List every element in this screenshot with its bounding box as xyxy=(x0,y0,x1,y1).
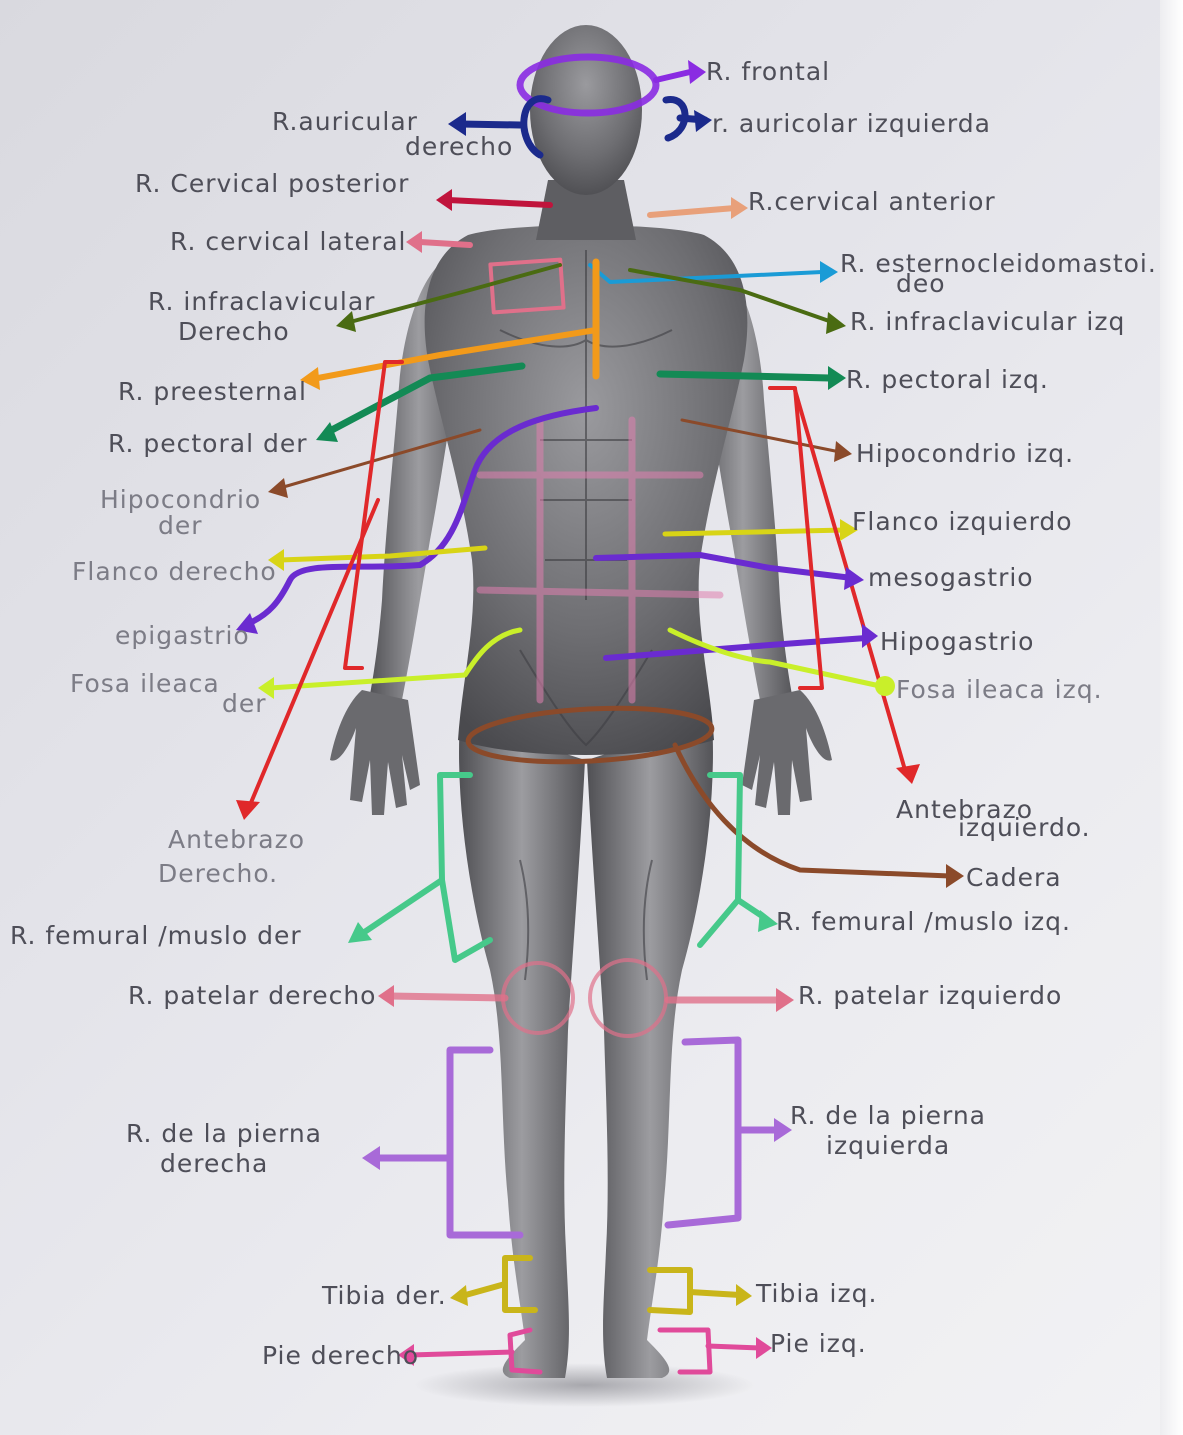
label-mesogastrio: mesogastrio xyxy=(868,563,1034,592)
label-tibia-izquierda: Tibia izq. xyxy=(755,1279,877,1308)
arrowhead xyxy=(828,366,846,390)
arrowhead xyxy=(776,988,794,1012)
label-esternocleidomastoideo-2: deo xyxy=(896,269,946,298)
label-pectoral-izquierdo: R. pectoral izq. xyxy=(846,365,1049,394)
label-tibia-derecha: Tibia der. xyxy=(321,1281,447,1310)
label-pie-derecho: Pie derecho xyxy=(262,1341,419,1370)
arrowhead xyxy=(875,676,895,696)
pectoral-left-arrow xyxy=(660,374,830,378)
cervical-anterior-arrow xyxy=(650,208,735,215)
label-frontal: R. frontal xyxy=(706,57,830,86)
label-pectoral-derecho: R. pectoral der xyxy=(108,429,308,458)
label-femoral-izquierdo: R. femural /muslo izq. xyxy=(776,907,1071,936)
pie-right-arrow xyxy=(410,1352,512,1355)
label-flanco-derecho: Flanco derecho xyxy=(72,557,277,586)
arrowhead xyxy=(834,441,852,462)
arrowhead xyxy=(844,567,864,590)
label-femoral-derecho: R. femural /muslo der xyxy=(10,921,302,950)
femoral-right-arrow xyxy=(360,880,442,935)
label-pierna-izquierda: R. de la pierna xyxy=(790,1101,986,1130)
arrowhead xyxy=(236,800,260,820)
pierna-left-bracket xyxy=(668,1040,738,1225)
label-cervical-anterior: R.cervical anterior xyxy=(748,187,996,216)
label-hipocondrio-derecho: Hipocondrio xyxy=(100,485,261,514)
arrowhead xyxy=(362,1146,380,1170)
label-epigastrio: epigastrio xyxy=(115,621,250,650)
arrowhead xyxy=(820,261,838,283)
arrowhead xyxy=(450,1285,468,1306)
arrowhead xyxy=(946,864,964,888)
flanco-right-arrow xyxy=(280,548,485,560)
tibia-left-arrow xyxy=(690,1292,740,1295)
label-fosa-iliaca-derecha: Fosa ileaca xyxy=(70,669,220,698)
arrowhead xyxy=(436,189,452,211)
left-hand xyxy=(742,690,832,815)
arrowhead xyxy=(736,1284,752,1306)
arrowhead xyxy=(688,60,706,84)
label-infraclavicular-izquierdo: R. infraclavicular izq xyxy=(850,307,1125,336)
patelar-right-arrow xyxy=(390,996,505,998)
label-antebrazo-izquierdo-2: izquierdo. xyxy=(958,813,1091,842)
label-infraclavicular-derecho-2: Derecho xyxy=(178,317,290,346)
cervical-posterior-arrow xyxy=(448,200,550,205)
hipocondrio-right-arrow xyxy=(280,430,480,488)
label-infraclavicular-derecho: R. infraclavicular xyxy=(148,287,375,316)
label-pierna-derecha-2: derecha xyxy=(160,1149,268,1178)
left-leg xyxy=(587,720,713,1378)
arrowhead xyxy=(406,231,422,253)
right-hand xyxy=(330,690,420,815)
cervical-lateral-arrow xyxy=(420,242,470,245)
label-auricular-derecho: R.auricular xyxy=(272,107,418,136)
label-auricular-derecho-2: derecho xyxy=(405,132,513,161)
label-cervical-lateral: R. cervical lateral xyxy=(170,227,406,256)
label-flanco-izquierdo: Flanco izquierdo xyxy=(852,507,1073,536)
label-auricular-izquierdo: r. auricolar izquierda xyxy=(712,109,991,138)
label-fosa-iliaca-derecha-2: der xyxy=(222,689,267,718)
arrowhead xyxy=(731,197,748,219)
label-esternocleidomastoideo: R. esternocleidomastoi. xyxy=(840,249,1157,278)
label-cervical-posterior: R. Cervical posterior xyxy=(135,169,409,198)
label-pierna-izquierda-2: izquierda xyxy=(826,1131,950,1160)
frontal-arrow xyxy=(656,72,690,80)
label-pierna-derecha: R. de la pierna xyxy=(126,1119,322,1148)
label-pie-izquierdo: Pie izq. xyxy=(770,1329,867,1358)
tibia-right-arrow xyxy=(462,1284,505,1296)
arrowhead xyxy=(896,764,920,784)
label-antebrazo-derecho-2: Derecho. xyxy=(158,859,278,888)
label-patelar-derecho: R. patelar derecho xyxy=(128,981,376,1010)
label-hipocondrio-izquierdo: Hipocondrio izq. xyxy=(856,439,1074,468)
auricular-right-arrow xyxy=(460,124,520,125)
label-cadera: Cadera xyxy=(966,863,1062,892)
label-patelar-izquierdo: R. patelar izquierdo xyxy=(798,981,1062,1010)
pie-left-arrow xyxy=(708,1346,760,1348)
arrowhead xyxy=(826,312,846,334)
label-antebrazo-derecho: Antebrazo xyxy=(168,825,305,854)
arrowhead xyxy=(378,985,394,1007)
arrowhead xyxy=(758,910,778,932)
arrowhead xyxy=(694,110,712,132)
label-hipocondrio-derecho-2: der xyxy=(158,511,203,540)
label-preesternal: R. preesternal xyxy=(118,377,307,406)
arrowhead xyxy=(268,478,288,498)
label-fosa-iliaca-izquierda: Fosa ileaca izq. xyxy=(896,675,1103,704)
label-hipogastrio: Hipogastrio xyxy=(880,627,1034,656)
